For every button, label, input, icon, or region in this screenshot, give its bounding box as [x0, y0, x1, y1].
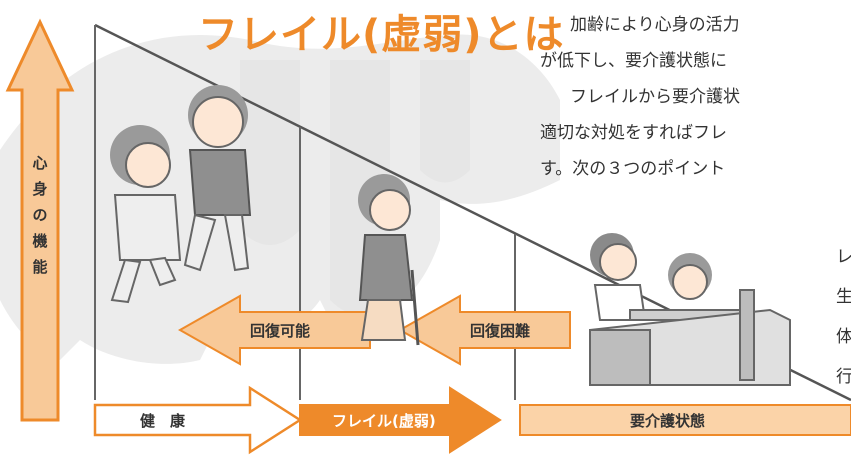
- caregiver-patient-illustration: [589, 233, 791, 386]
- health-stage-label: 健 康: [140, 412, 186, 430]
- recovery-difficult-label: 回復困難: [470, 322, 531, 340]
- paragraph-line-2: が低下し、要介護状態に: [540, 51, 727, 71]
- walking-woman-illustration: [110, 125, 182, 304]
- vertical-label-char: の: [32, 206, 48, 224]
- health-stage-arrow: [93, 385, 303, 455]
- vertical-label-mental-physical-function: 心 身 の 機 能: [25, 150, 55, 280]
- frail-stage-arrow: [299, 386, 502, 454]
- page-title: フレイル(虚弱)とは: [198, 12, 565, 58]
- paragraph-line-3: フレイルから要介護状: [570, 87, 740, 107]
- paragraph-line-5: す。次の３つのポイント: [540, 159, 726, 179]
- vertical-label-char: 身: [32, 180, 48, 198]
- recovery-difficult-arrow: [397, 294, 571, 366]
- paragraph-line-1: 加齢により心身の活力: [570, 15, 740, 35]
- side-char-4: 行: [836, 367, 851, 387]
- walking-man-illustration: [183, 85, 252, 272]
- care-stage-box: [519, 404, 851, 436]
- gray-drip-1: [240, 60, 300, 245]
- care-stage-label: 要介護状態: [630, 412, 706, 430]
- function-up-arrow: [5, 18, 75, 422]
- gray-drip-3: [420, 60, 470, 183]
- vertical-label-char: 機: [32, 232, 48, 250]
- frail-stage-label: フレイル(虚弱): [332, 412, 436, 430]
- recovery-possible-label: 回復可能: [250, 322, 311, 340]
- paragraph-line-4: 適切な対処をすればフレ: [540, 123, 727, 143]
- side-char-3: 体: [836, 327, 851, 347]
- side-char-2: 生: [836, 287, 851, 307]
- vertical-label-char: 心: [32, 154, 48, 172]
- side-char-1: レ: [836, 247, 851, 267]
- vertical-label-char: 能: [32, 258, 48, 276]
- elderly-woman-cane-illustration: [358, 174, 420, 346]
